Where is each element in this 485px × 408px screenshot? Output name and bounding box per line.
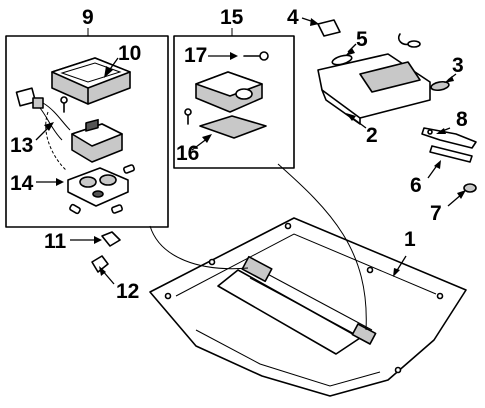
part-1-headliner [149, 217, 467, 397]
part-5-small-lens [331, 54, 353, 66]
part-11-clip [101, 231, 121, 247]
part-16-lens-pad [199, 115, 267, 139]
part-8-bracket [421, 127, 477, 149]
callout-8: 8 [456, 108, 468, 131]
part-lamp-housing [71, 118, 123, 163]
callout-17: 17 [184, 44, 207, 67]
group-box-15 [173, 28, 295, 169]
part-13-wiring-connector [15, 87, 71, 171]
part-2-console-panel [317, 53, 431, 125]
callout-3: 3 [452, 54, 464, 77]
callout-labels: 1 2 3 4 5 6 7 8 9 10 11 12 13 14 15 16 1… [10, 6, 468, 303]
leader-box15-to-headliner [277, 163, 367, 331]
callout-6: 6 [410, 174, 422, 197]
callout-7: 7 [430, 202, 442, 225]
leader-box9-to-headliner [149, 225, 249, 270]
part-4-clip [317, 19, 341, 37]
callout-9: 9 [82, 6, 94, 29]
part-17-screw [243, 51, 269, 61]
group-box-9 [5, 28, 169, 228]
callout-14: 14 [10, 172, 34, 195]
callout-12: 12 [116, 280, 139, 303]
callout-16: 16 [176, 142, 199, 165]
callout-13: 13 [10, 134, 33, 157]
group-frame-15 [173, 35, 295, 169]
callout-15: 15 [220, 6, 244, 29]
callout-2: 2 [366, 124, 378, 147]
part-14-base-plate [67, 164, 135, 215]
part-6-bracket [429, 145, 473, 163]
callout-4: 4 [287, 6, 299, 29]
part-7-clip [463, 183, 477, 193]
part-15-map-lamp [184, 71, 263, 125]
callout-11: 11 [44, 230, 67, 253]
part-12-clip [91, 255, 109, 273]
callout-leaders [35, 17, 466, 285]
callout-10: 10 [118, 42, 141, 65]
part-wire-harness [397, 33, 421, 48]
part-3-cap [430, 80, 450, 92]
callout-5: 5 [356, 28, 368, 51]
callout-1: 1 [404, 228, 416, 251]
group-frame-9 [5, 35, 169, 228]
